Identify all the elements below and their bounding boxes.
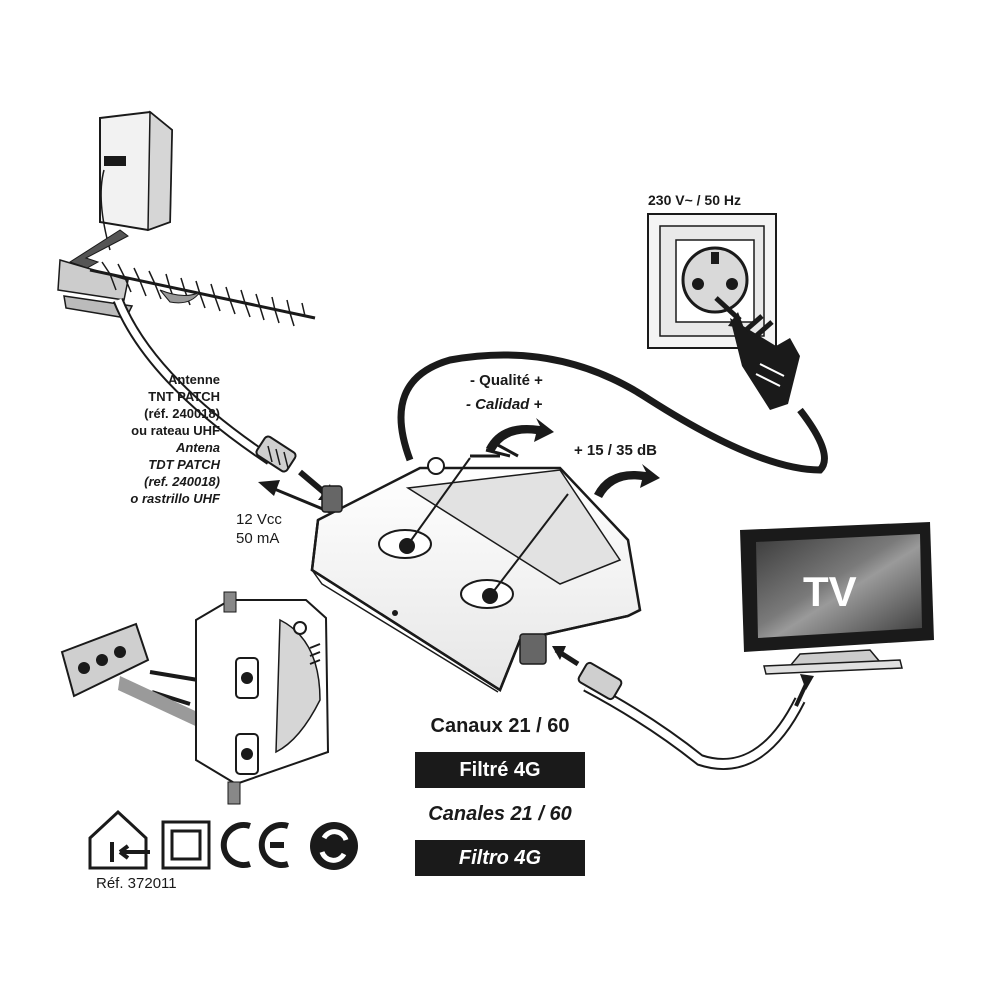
- supply-current: 50 mA: [236, 530, 280, 547]
- television: [740, 522, 934, 675]
- adjustment-arrows: [486, 418, 660, 498]
- wall-mount-bracket: [60, 622, 206, 730]
- antenna-label: Antenne TNT PATCH (réf. 240018) ou ratea…: [40, 371, 220, 507]
- ce-mark-icon: [220, 822, 289, 868]
- reference-label: Réf. 372011: [96, 875, 177, 892]
- tv-screen-text: TV: [803, 568, 857, 615]
- antenna-label-es-1: Antena: [175, 440, 220, 455]
- antenna-label-fr-2: TNT PATCH: [148, 389, 220, 404]
- antenna-label-fr-3: (réf. 240018): [144, 406, 220, 421]
- supply-voltage: 12 Vcc: [236, 511, 282, 528]
- antenna-label-es-3: (ref. 240018): [144, 474, 220, 489]
- mains-power-label: 230 V~ / 50 Hz: [648, 192, 742, 208]
- antenna-label-fr-4: ou rateau UHF: [131, 423, 220, 438]
- double-insulation-icon: [161, 820, 211, 870]
- gain-label: + 15 / 35 dB: [574, 442, 657, 459]
- supply-label: 12 Vcc 50 mA: [236, 510, 282, 548]
- quality-label-fr: - Qualité +: [470, 372, 543, 389]
- antenna-label-fr-1: Antenne: [168, 372, 220, 387]
- recycling-icon: [310, 822, 358, 870]
- indoor-use-icon: [88, 809, 150, 870]
- antenna-label-es-2: TDT PATCH: [148, 457, 220, 472]
- quality-label-es: - Calidad +: [466, 396, 543, 413]
- antenna-coax-cable: [112, 297, 297, 473]
- amplifier-unit: [310, 442, 642, 693]
- filter-badge-es: Filtro 4G: [415, 840, 585, 876]
- power-plug: [714, 296, 800, 410]
- channels-label-es: Canales 21 / 60: [428, 803, 572, 825]
- amplifier-side-view: [195, 591, 330, 805]
- tv-coax-cable: [552, 646, 814, 770]
- uhf-rake-antenna: [57, 259, 316, 327]
- patch-antenna: [99, 110, 174, 251]
- wall-socket: [647, 213, 777, 349]
- channels-label-fr: Canaux 21 / 60: [430, 715, 570, 737]
- power-cable: [397, 351, 828, 474]
- antenna-label-es-4: o rastrillo UHF: [130, 491, 220, 506]
- filter-badge-fr: Filtré 4G: [415, 752, 585, 788]
